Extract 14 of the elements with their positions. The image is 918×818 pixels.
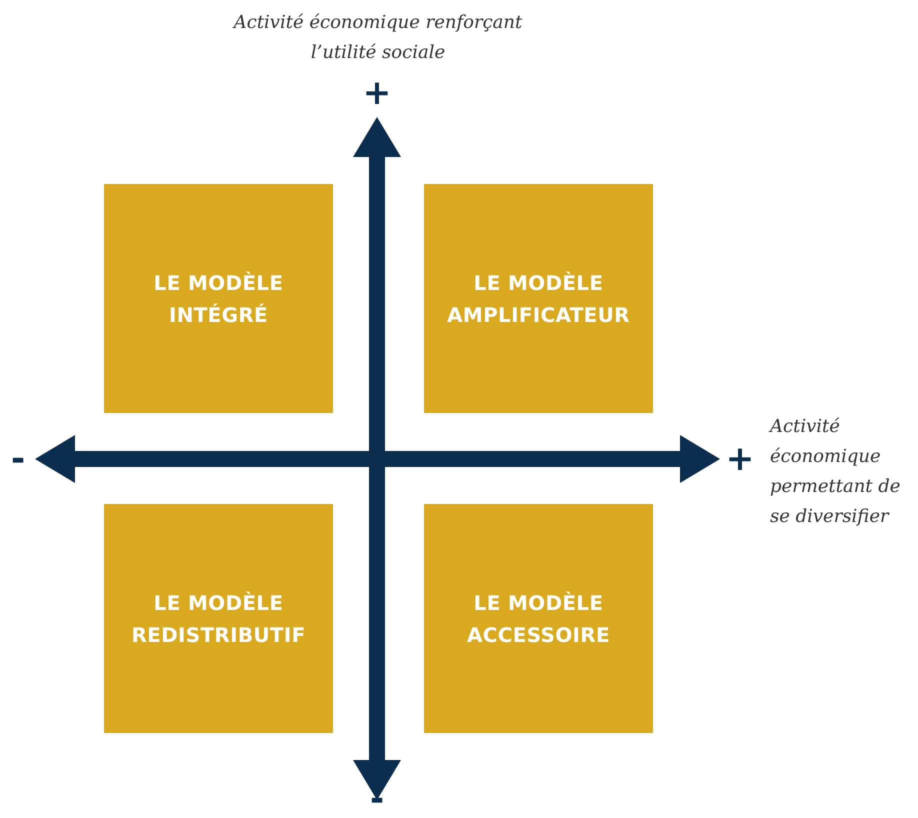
quadrant-title: LE MODÈLE AMPLIFICATEUR: [446, 270, 631, 328]
quadrant-box: [424, 184, 653, 413]
quadrant-box: [104, 504, 333, 733]
axis-caption: Activité économique permettant de se diversifier: [770, 415, 902, 529]
plus-sign: +: [362, 76, 392, 110]
minus-sign: -: [368, 782, 386, 816]
quadrant-title: LE MODÈLE INTÉGRÉ: [152, 270, 284, 328]
quadrant-title: LE MODÈLE REDISTRIBUTIF: [130, 590, 307, 648]
quadrant-box: [104, 184, 333, 413]
minus-sign: -: [10, 442, 26, 476]
quadrant-box: [424, 504, 653, 733]
plus-sign: +: [725, 442, 755, 476]
quadrant-title: LE MODÈLE ACCESSOIRE: [466, 590, 611, 648]
axis-caption: Activité économique renforçant l’utilité sociale: [232, 11, 524, 65]
